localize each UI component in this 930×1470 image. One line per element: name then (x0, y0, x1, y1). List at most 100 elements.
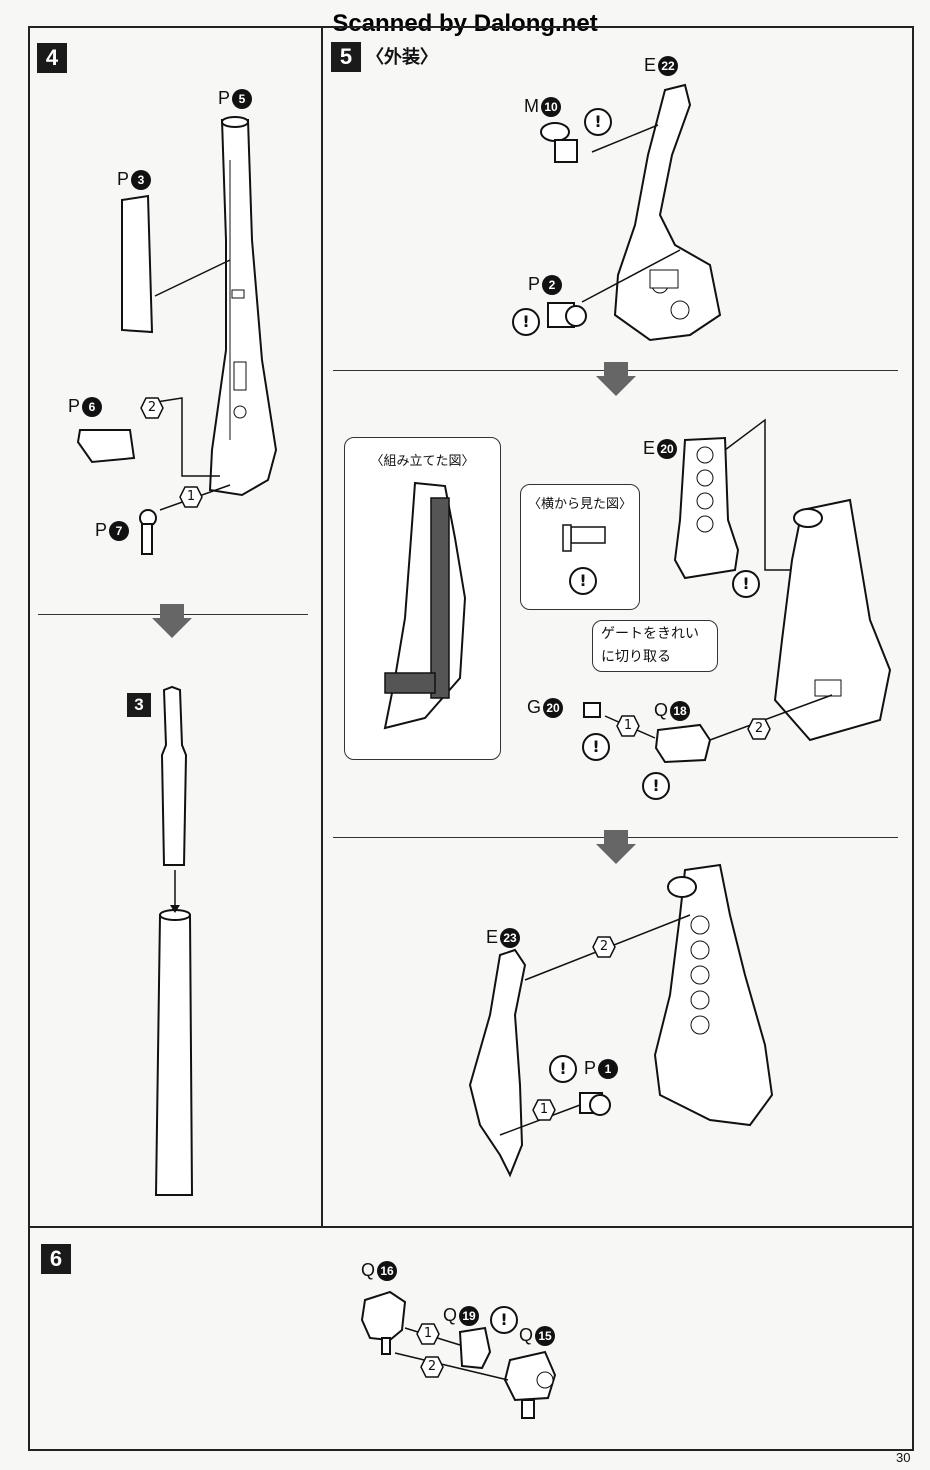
peg-part-icon (139, 509, 157, 555)
column-divider (321, 26, 323, 1228)
part-number: 1 (598, 1058, 619, 1079)
order-number: 2 (147, 400, 157, 415)
order-number: 2 (599, 939, 609, 954)
order-marker-1 (416, 1323, 440, 1345)
step-6-drawing (360, 1290, 557, 1419)
joint-housing-icon (360, 1290, 407, 1355)
part-number: 6 (82, 396, 103, 417)
substep-3-badge: 3 (127, 693, 151, 717)
gate-note-line1: ゲートをきれい (601, 626, 699, 642)
part-label-e23: E 23 (486, 927, 521, 948)
part-label-p6: P 6 (68, 396, 103, 417)
collar-part-icon (579, 1092, 611, 1116)
part-number: 7 (109, 520, 130, 541)
assembled-part-icon (383, 481, 467, 730)
gate-note-line2: に切り取る (601, 649, 671, 665)
step-6-badge: 6 (41, 1244, 71, 1274)
sheath-part-icon (121, 194, 154, 334)
part-label-p2: P 2 (528, 274, 563, 295)
pole-part-icon (208, 116, 278, 497)
part-number: 10 (541, 96, 561, 117)
side-view-title: 〈横から見た図〉 (527, 497, 632, 512)
part-label-q16: Q 16 (361, 1260, 398, 1281)
armor-shell-icon (613, 83, 722, 342)
order-marker-2 (420, 1356, 444, 1378)
part-label-e22: E 22 (644, 55, 679, 76)
order-number: 1 (623, 718, 633, 733)
part-label-e20: E 20 (643, 438, 678, 459)
pivot-joint-icon (540, 122, 578, 163)
part-number: 3 (131, 169, 152, 190)
blade-cover-icon (468, 948, 527, 1178)
part-label-p1: P 1 (584, 1058, 619, 1079)
order-marker-2 (747, 718, 771, 740)
hinge-block-icon (654, 723, 712, 764)
down-arrow-icon (152, 604, 192, 638)
clip-part-icon (76, 429, 136, 464)
caution-icon: ! (642, 772, 670, 800)
caution-icon: ! (569, 567, 597, 595)
order-number: 2 (754, 721, 764, 736)
step-5-badge: 5 (331, 42, 361, 72)
gate-note-box: ゲートをきれい に切り取る (592, 620, 718, 672)
part-number: 2 (542, 274, 563, 295)
watermark-text: Scanned by Dalong.net (332, 10, 598, 37)
order-number: 2 (427, 1359, 437, 1374)
part-number: 5 (232, 88, 253, 109)
down-arrow-icon (596, 830, 636, 864)
order-marker-1 (179, 486, 203, 508)
part-number: 16 (377, 1260, 398, 1281)
pole-body-icon (154, 914, 194, 1196)
step-4-result-drawing (154, 685, 194, 1196)
part-number: 20 (657, 438, 678, 459)
part-label-q18: Q 18 (654, 700, 691, 721)
down-arrow-icon (596, 362, 636, 396)
order-marker-1 (616, 715, 640, 737)
joint-ball-icon (503, 1350, 557, 1419)
page-frame (28, 26, 914, 1451)
page-number: 30 (896, 1450, 911, 1465)
caution-icon: ! (549, 1055, 577, 1083)
order-marker-2 (140, 397, 164, 419)
part-number: 19 (459, 1305, 480, 1326)
part-number: 23 (500, 927, 521, 948)
step-5-title: 〈外装〉 (366, 47, 438, 68)
part-number: 22 (658, 55, 679, 76)
assembled-armor-icon (653, 863, 774, 1127)
step-5-top-drawing (540, 83, 722, 342)
section-divider (28, 1226, 914, 1228)
pole-tip-icon (160, 685, 188, 866)
caution-icon: ! (584, 108, 612, 136)
caution-icon: ! (732, 570, 760, 598)
assembled-view-panel: 〈組み立てた図〉 (344, 437, 501, 760)
step-5-middle-drawing (583, 418, 892, 764)
ring-strip-icon (673, 436, 740, 580)
order-marker-2 (592, 936, 616, 958)
part-label-g20: G 20 (527, 697, 564, 718)
order-marker-1 (532, 1099, 556, 1121)
part-number: 18 (670, 700, 691, 721)
part-label-q19: Q 19 (443, 1305, 480, 1326)
part-label-m10: M 10 (524, 96, 561, 117)
order-number: 1 (186, 489, 196, 504)
joint-insert-icon (458, 1326, 492, 1370)
caution-icon: ! (490, 1306, 518, 1334)
step-5-bottom-drawing (468, 863, 774, 1178)
collar-part-icon (547, 302, 587, 328)
side-view-icon (562, 524, 606, 552)
armor-shell-icon (773, 498, 892, 742)
part-label-p7: P 7 (95, 520, 130, 541)
part-label-p5: P 5 (218, 88, 253, 109)
small-peg-icon (583, 702, 601, 718)
caution-icon: ! (512, 308, 540, 336)
part-label-p3: P 3 (117, 169, 152, 190)
caution-icon: ! (582, 733, 610, 761)
part-label-q15: Q 15 (519, 1325, 556, 1346)
part-number: 15 (535, 1325, 556, 1346)
step-4-badge: 4 (37, 43, 67, 73)
order-number: 1 (539, 1102, 549, 1117)
order-number: 1 (423, 1326, 433, 1341)
step-4-drawing (76, 116, 278, 555)
side-view-panel: 〈横から見た図〉 ! (520, 484, 640, 610)
assembled-view-title: 〈組み立てた図〉 (370, 454, 475, 469)
